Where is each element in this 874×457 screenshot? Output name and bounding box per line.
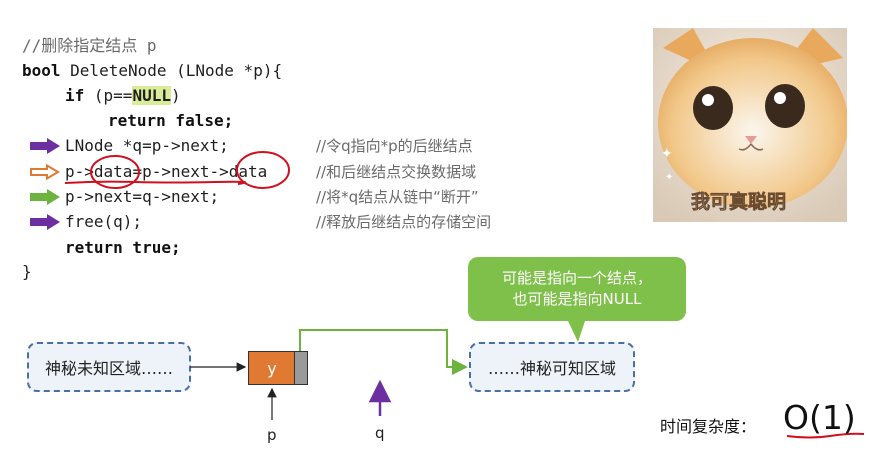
node-next-pointer	[294, 351, 308, 385]
comment-line-next: //将*q结点从链中“断开”	[316, 188, 479, 206]
underline-p-next	[64, 180, 247, 185]
if-close: )	[170, 86, 181, 105]
bubble-line-1: 可能是指向一个结点，	[501, 269, 652, 287]
pointer-q-label: q	[375, 424, 385, 442]
keyword-if: if	[65, 86, 85, 105]
left-unknown-region: 神秘未知区域……	[27, 342, 191, 392]
step-arrow-purple-2	[30, 214, 60, 230]
comment-line-q: //令q指向*p的后继结点	[316, 137, 473, 155]
code-line-return-true: return true;	[65, 238, 181, 257]
data-part-c: =p->next->	[132, 162, 229, 181]
complexity-value: O(1)	[783, 398, 856, 437]
circle-data-right	[236, 151, 290, 189]
data-part-a: p->	[65, 162, 94, 181]
callout-bubble: 可能是指向一个结点， 也可能是指向NULL	[468, 257, 686, 321]
photo-caption: 我可真聪明	[691, 190, 786, 213]
complexity-label: 时间复杂度：	[660, 417, 757, 436]
code-line-data: p->data=p->next->data	[65, 162, 267, 182]
code-line-q: LNode *q=p->next;	[65, 136, 229, 155]
code-line-next: p->next=q->next;	[65, 187, 220, 206]
bubble-tail	[568, 321, 585, 342]
step-arrow-orange-outline	[30, 164, 60, 180]
code-line-close: }	[22, 262, 32, 281]
code-line-signature: bool DeleteNode (LNode *p){	[22, 61, 282, 81]
code-line-free: free(q);	[65, 212, 143, 231]
signature-rest: DeleteNode (LNode *p){	[60, 61, 283, 80]
svg-text:✦: ✦	[665, 172, 673, 183]
circle-data-left	[90, 155, 140, 189]
comment-line-data: //和后继结点交换数据域	[316, 163, 477, 181]
green-next-link	[299, 329, 468, 375]
comment-line-free: //释放后继结点的存储空间	[316, 213, 492, 231]
keyword-bool: bool	[22, 61, 61, 80]
data-part-b: data	[93, 162, 133, 181]
if-condition: (p==	[84, 86, 133, 105]
right-known-region: ……神秘可知区域	[469, 342, 635, 392]
code-comment-title: //删除指定结点 p	[22, 36, 157, 55]
code-line-if: if (p==NULL)	[65, 86, 181, 106]
pointer-p-label: p	[267, 426, 277, 444]
cat-illustration: ✦ ✦ 我可真聪明	[653, 28, 848, 222]
cat-meme-image: ✦ ✦ 我可真聪明	[653, 28, 848, 222]
node-y: y	[248, 351, 296, 385]
svg-text:✦: ✦	[661, 146, 673, 162]
step-arrow-green	[30, 189, 60, 205]
bubble-line-2: 也可能是指向NULL	[512, 290, 642, 308]
underline-complexity	[786, 432, 865, 439]
null-highlight: NULL	[132, 86, 171, 105]
code-line-return-false: return false;	[108, 111, 234, 130]
step-arrow-purple-1	[30, 138, 60, 154]
